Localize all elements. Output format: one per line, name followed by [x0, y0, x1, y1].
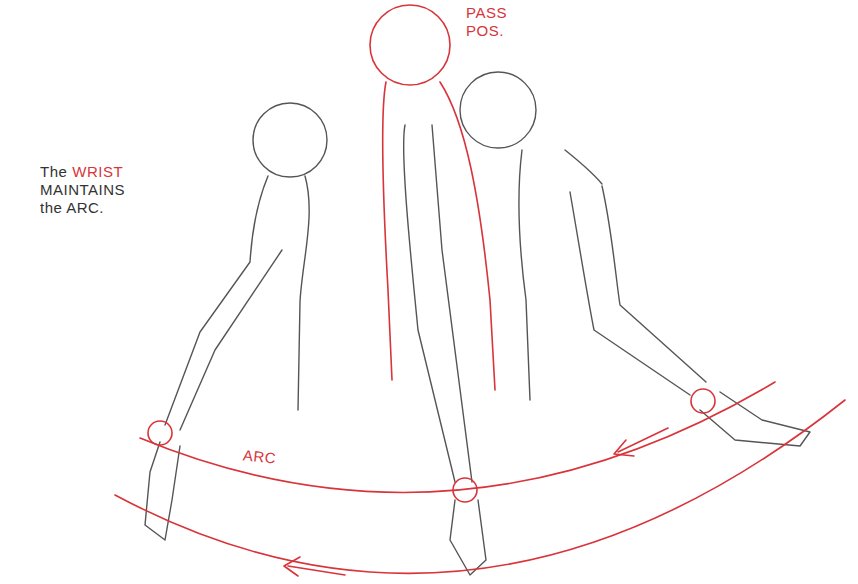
arm-left-inner	[180, 250, 282, 430]
body-right	[519, 150, 530, 400]
pose-note: PASS POS.	[466, 4, 510, 40]
head-left	[253, 103, 327, 177]
arm-centre-outer	[404, 125, 455, 482]
arc-outer	[115, 400, 845, 573]
arc-inner	[140, 382, 775, 492]
direction-arrow	[614, 428, 668, 456]
arm-right-outer	[570, 192, 690, 395]
hand-centre	[450, 500, 486, 575]
note-text: The	[40, 163, 67, 181]
head-pass	[370, 5, 450, 85]
arm-left-outer	[165, 176, 268, 425]
wrist-marker	[453, 478, 477, 502]
note-keyword: WRIST	[72, 163, 123, 181]
arc-label: ARC	[242, 446, 277, 467]
note-text: MAINTAINS the ARC.	[40, 181, 135, 217]
back-left	[298, 176, 309, 410]
body-pass-back	[440, 82, 495, 390]
body-pass-front	[383, 82, 392, 380]
head-right	[460, 72, 536, 148]
wrist-marker	[148, 421, 172, 445]
hand-left	[145, 442, 180, 540]
wrist-marker	[691, 389, 715, 413]
direction-arrow	[284, 557, 345, 576]
arm-right-inner	[602, 186, 706, 382]
arm-centre-inner	[432, 125, 472, 482]
shoulder-right	[565, 150, 602, 184]
